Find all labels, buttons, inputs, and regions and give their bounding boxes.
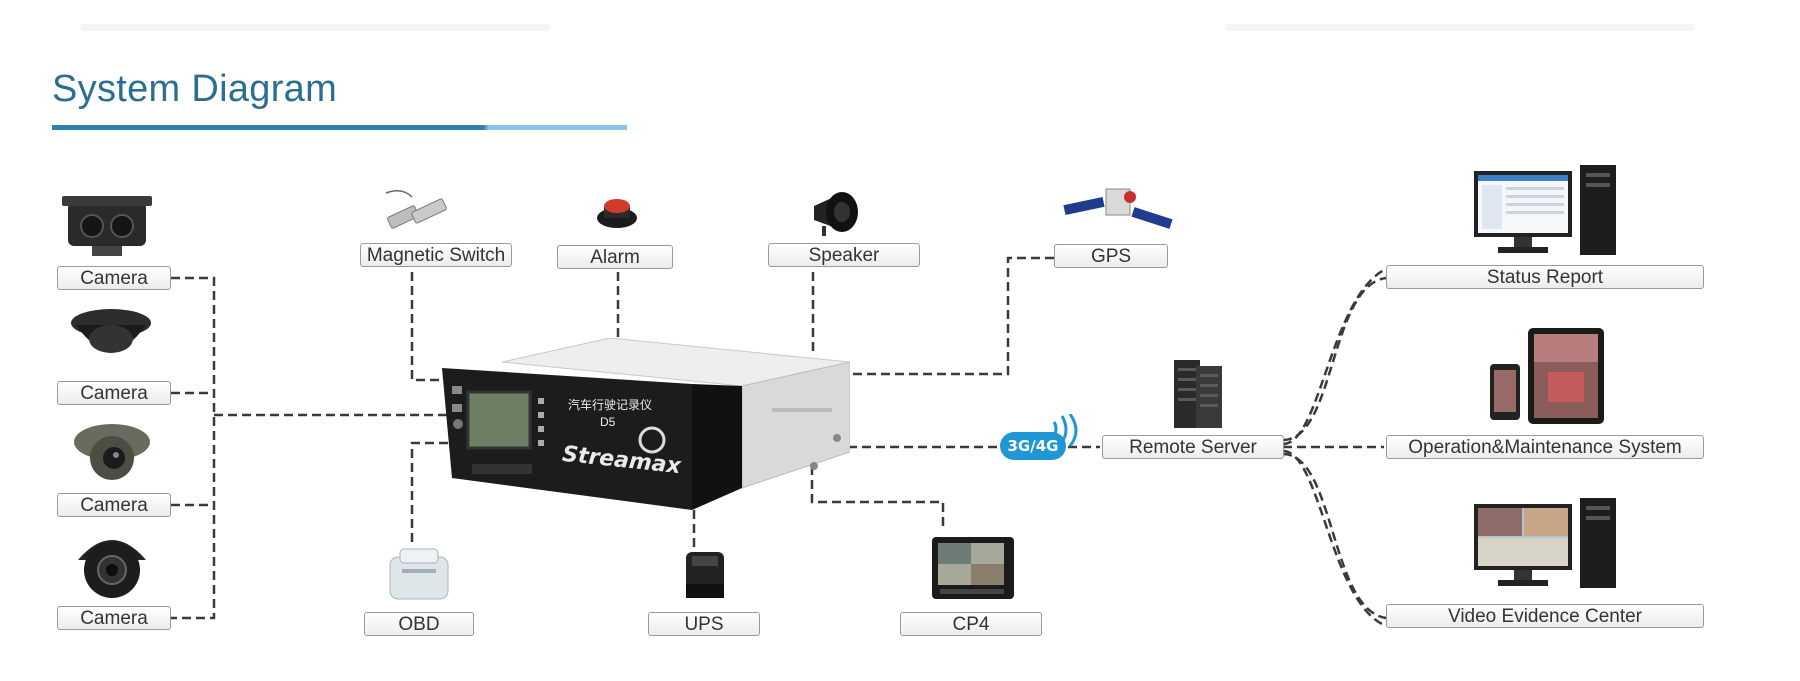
dvr-chinese-label: 汽车行驶记录仪 xyxy=(568,398,653,412)
operation-maintenance-label: Operation&Maintenance System xyxy=(1386,435,1704,459)
top-strip-right xyxy=(1225,24,1695,31)
camera-ir-dome-icon xyxy=(78,540,146,598)
ups-module-icon xyxy=(686,552,724,598)
camera-label: Camera xyxy=(57,606,171,630)
video-evidence-label: Video Evidence Center xyxy=(1386,604,1704,628)
cp4-monitor-icon xyxy=(932,537,1014,599)
alarm-button-icon xyxy=(597,199,637,228)
server-to-video-line xyxy=(1282,452,1387,620)
obd-label: OBD xyxy=(364,612,474,636)
dvr-model-label: D5 xyxy=(600,415,616,429)
mobile-devices-icon xyxy=(1490,328,1604,424)
page-title: System Diagram xyxy=(52,68,338,110)
camera-dome-icon xyxy=(71,309,151,353)
speaker-label: Speaker xyxy=(768,243,920,267)
network-badge: 3G/4G xyxy=(1000,432,1066,460)
speaker-icon xyxy=(814,192,858,236)
server-rack-icon xyxy=(1174,360,1222,428)
camera-label: Camera xyxy=(57,381,171,405)
camera-label: Camera xyxy=(57,266,171,290)
satellite-icon xyxy=(1063,188,1173,229)
video-workstation-icon xyxy=(1474,498,1616,588)
status-report-label: Status Report xyxy=(1386,265,1704,289)
remote-server-label: Remote Server xyxy=(1102,435,1284,459)
server-to-video-line-2 xyxy=(1282,449,1385,627)
server-to-status-line xyxy=(1282,276,1387,442)
alarm-label: Alarm xyxy=(557,245,673,269)
gps-label: GPS xyxy=(1054,244,1168,268)
camera-box-icon xyxy=(62,196,152,256)
gps-line xyxy=(845,256,1054,376)
magnetic-switch-icon xyxy=(385,190,447,229)
cp4-line xyxy=(810,452,945,530)
top-strip-left xyxy=(80,24,550,31)
signal-waves-icon xyxy=(1052,414,1078,447)
obd-device-icon xyxy=(389,548,449,600)
magnetic-switch-line xyxy=(410,272,452,382)
magnetic-switch-label: Magnetic Switch xyxy=(360,243,512,267)
cp4-label: CP4 xyxy=(900,612,1042,636)
workstation-icon xyxy=(1474,165,1616,255)
title-underline xyxy=(52,125,627,130)
server-to-status-line-2 xyxy=(1282,268,1385,446)
camera-label: Camera xyxy=(57,493,171,517)
dvr-device xyxy=(442,338,850,510)
camera-turret-icon xyxy=(74,424,150,480)
ups-label: UPS xyxy=(648,612,760,636)
obd-line xyxy=(410,441,448,545)
camera-bus-line xyxy=(171,276,216,620)
